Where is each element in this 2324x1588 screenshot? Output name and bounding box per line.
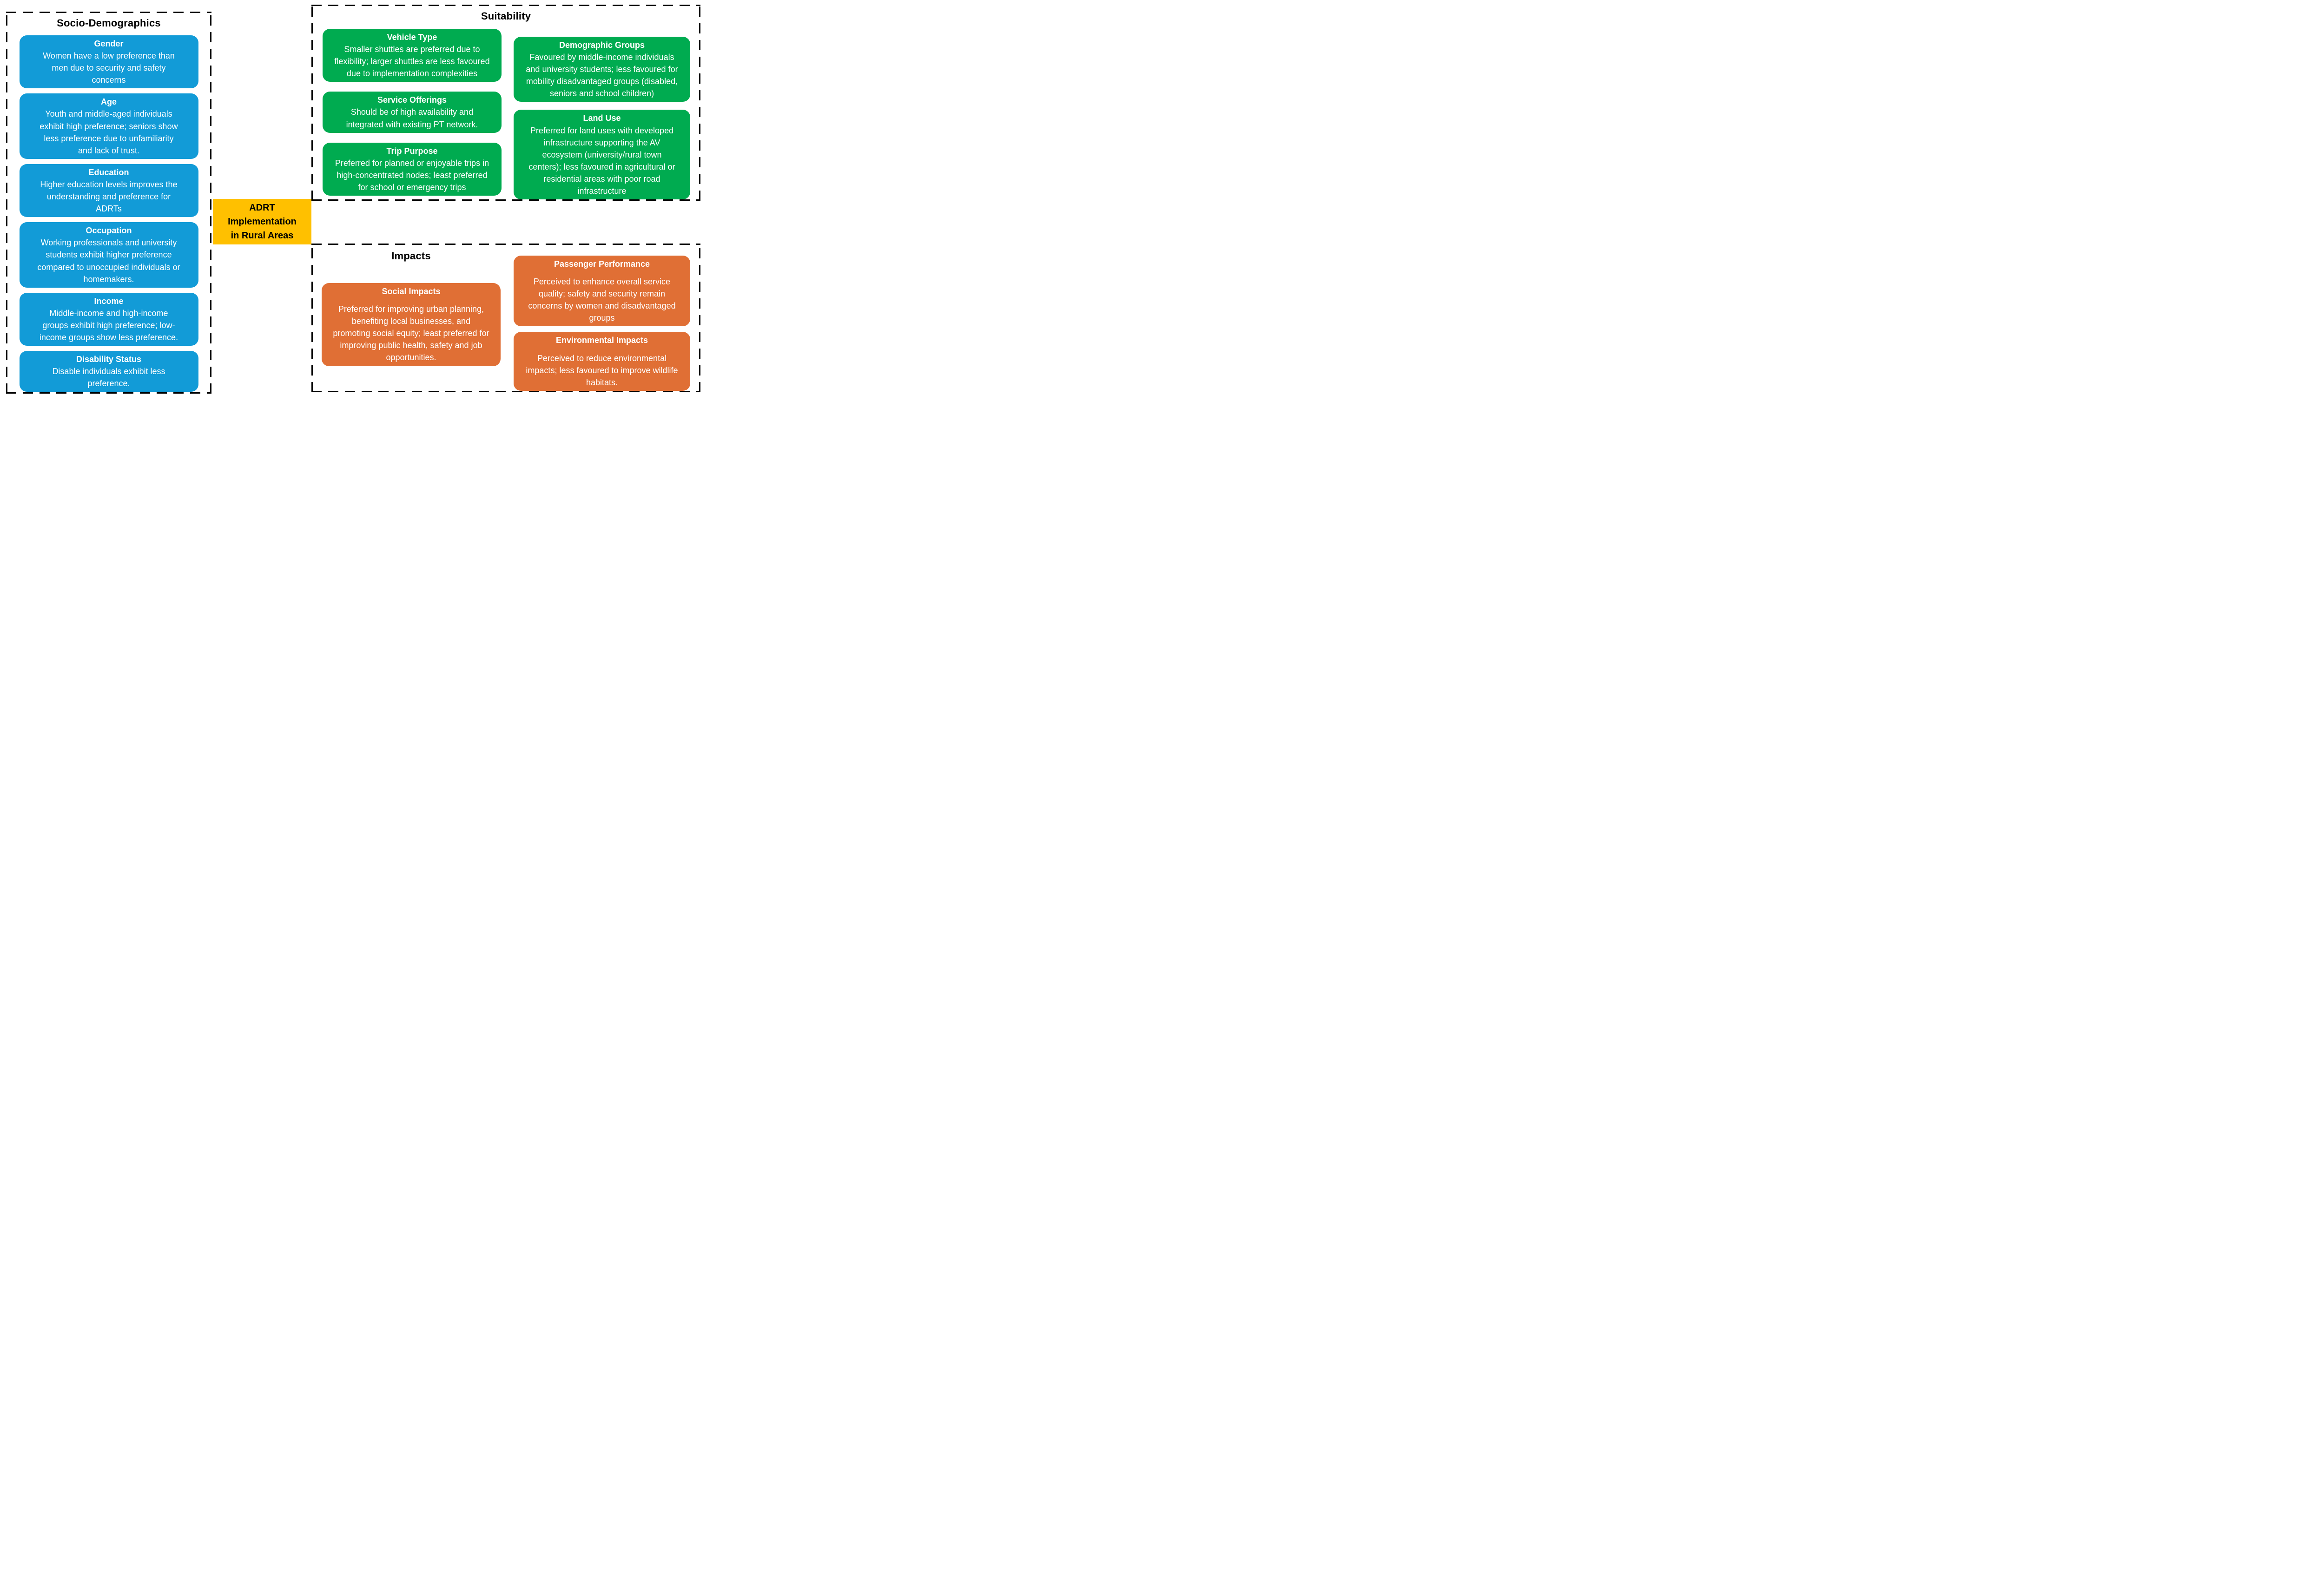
socio-demographics-title: Socio-Demographics [57, 17, 161, 29]
card-age: Age Youth and middle-aged individuals ex… [19, 93, 198, 159]
impacts-left-column: Social Impacts Preferred for improving u… [322, 283, 501, 366]
card-social-impacts: Social Impacts Preferred for improving u… [322, 283, 501, 366]
card-heading: Occupation [86, 226, 132, 236]
suitability-left-column: Vehicle Type Smaller shuttles are prefer… [323, 29, 502, 196]
card-body: Preferred for improving urban planning, … [333, 304, 489, 362]
card-heading: Social Impacts [382, 287, 441, 296]
card-heading: Age [100, 97, 117, 107]
card-gender: Gender Women have a low preference than … [19, 35, 198, 89]
center-node-adrt-implementation: ADRT Implementation in Rural Areas [213, 199, 311, 244]
card-passenger-performance: Passenger Performance Perceived to enhan… [514, 256, 690, 327]
card-disability-status: Disability Status Disable individuals ex… [19, 351, 198, 392]
center-node-line: ADRT [249, 203, 275, 213]
diagram-canvas: Socio-Demographics Gender Women have a l… [0, 0, 714, 397]
suitability-right-column: Demographic Groups Favoured by middle-in… [514, 37, 690, 200]
section-socio-demographics: Socio-Demographics Gender Women have a l… [6, 12, 211, 394]
section-suitability: Suitability Vehicle Type Smaller shuttle… [311, 5, 700, 201]
card-body: Middle-income and high-income groups exh… [39, 308, 178, 342]
card-body: Working professionals and university stu… [37, 238, 180, 284]
card-environmental-impacts: Environmental Impacts Perceived to reduc… [514, 332, 690, 391]
card-body: Preferred for planned or enjoyable trips… [335, 158, 489, 192]
section-impacts: Impacts Social Impacts Preferred for imp… [311, 244, 700, 392]
impacts-right-column: Passenger Performance Perceived to enhan… [514, 256, 690, 391]
card-service-offerings: Service Offerings Should be of high avai… [323, 92, 502, 133]
card-heading: Environmental Impacts [555, 336, 648, 345]
card-vehicle-type: Vehicle Type Smaller shuttles are prefer… [323, 29, 502, 82]
card-heading: Disability Status [76, 355, 142, 364]
card-body: Smaller shuttles are preferred due to fl… [334, 45, 490, 79]
card-heading: Gender [94, 39, 124, 48]
card-demographic-groups: Demographic Groups Favoured by middle-in… [514, 37, 690, 102]
card-income: Income Middle-income and high-income gro… [19, 292, 198, 346]
card-heading: Land Use [583, 113, 621, 123]
card-heading: Demographic Groups [559, 40, 645, 50]
card-body: Perceived to reduce environmental impact… [526, 353, 678, 387]
card-heading: Income [94, 296, 124, 306]
impacts-title: Impacts [391, 250, 431, 262]
card-heading: Trip Purpose [386, 146, 438, 156]
card-body: Higher education levels improves the und… [40, 179, 178, 214]
card-heading: Vehicle Type [387, 33, 437, 42]
card-body: Perceived to enhance overall service qua… [528, 277, 676, 323]
card-body: Favoured by middle-income individuals an… [526, 53, 678, 99]
card-body: Disable individuals exhibit less prefere… [52, 367, 165, 389]
card-education: Education Higher education levels improv… [19, 164, 198, 217]
center-node-line: in Rural Areas [231, 231, 294, 241]
suitability-title: Suitability [481, 10, 531, 22]
card-body: Youth and middle-aged individuals exhibi… [40, 109, 178, 155]
card-heading: Education [88, 167, 129, 177]
card-trip-purpose: Trip Purpose Preferred for planned or en… [323, 142, 502, 196]
card-body: Should be of high availability and integ… [346, 107, 478, 129]
card-body: Women have a low preference than men due… [43, 51, 175, 85]
card-heading: Service Offerings [377, 95, 447, 105]
card-occupation: Occupation Working professionals and uni… [19, 222, 198, 288]
center-node-line: Implementation [228, 217, 297, 227]
card-heading: Passenger Performance [554, 259, 650, 269]
card-land-use: Land Use Preferred for land uses with de… [514, 110, 690, 200]
card-body: Preferred for land uses with developed i… [528, 125, 675, 196]
socio-demographics-card-list: Gender Women have a low preference than … [19, 35, 198, 392]
